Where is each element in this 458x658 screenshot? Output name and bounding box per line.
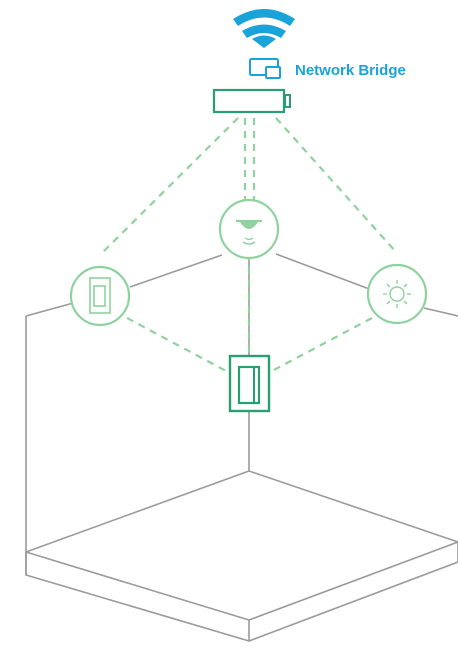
link-hub-right: [275, 117, 397, 253]
light-right: [366, 263, 428, 325]
link-light-switch: [269, 317, 373, 373]
wifi-icon: [233, 9, 295, 48]
link-left-switch: [126, 317, 229, 373]
light-bulb-icon: [383, 280, 411, 308]
connections: [102, 117, 397, 373]
wall-switch-icon: [89, 277, 111, 314]
battery-hub-icon: [212, 88, 291, 114]
link-hub-left: [102, 117, 239, 253]
ceiling-sensor-icon: [218, 198, 280, 260]
wall-switch-left: [69, 265, 131, 327]
wall-switch-center: [228, 354, 271, 413]
network-bridge-label: Network Bridge: [295, 62, 406, 79]
monitor-icon: [249, 58, 281, 79]
